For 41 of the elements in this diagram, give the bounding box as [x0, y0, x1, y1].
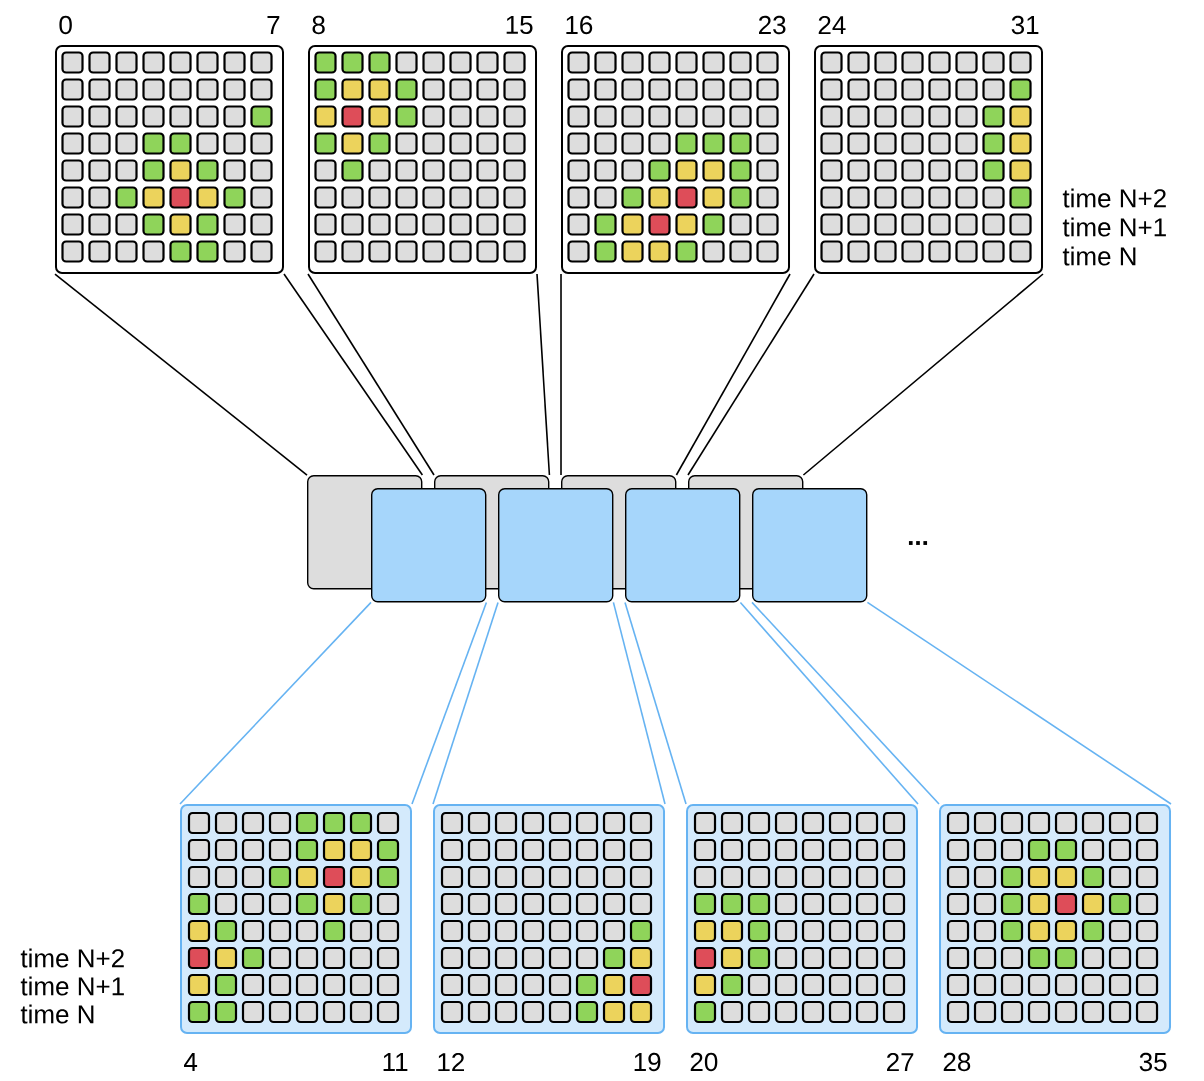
zoom-line [560, 273, 562, 476]
index-number: 23 [759, 15, 786, 35]
index-number: 20 [690, 1052, 718, 1072]
zoom-line [675, 273, 791, 476]
index-number: 7 [267, 16, 280, 34]
index-number: 19 [634, 1052, 661, 1072]
index-number: 35 [1139, 1052, 1167, 1072]
zoom-line [307, 273, 435, 476]
index-number: 0 [59, 15, 72, 35]
zoom-line [536, 273, 551, 476]
memory-block [625, 488, 741, 603]
zoom-line [179, 601, 372, 805]
memory-block [371, 488, 487, 603]
index-number: 16 [566, 15, 593, 35]
index-number: 4 [184, 1053, 198, 1071]
zoom-line [802, 273, 1044, 476]
index-number: 8 [312, 15, 325, 35]
zoom-line [612, 601, 666, 805]
zoom-line [54, 273, 308, 476]
zoom-line [866, 601, 1172, 805]
memory-block [498, 488, 614, 603]
index-number: 11 [383, 1053, 408, 1071]
time-label: time N [1062, 246, 1136, 266]
memory-block [752, 488, 868, 603]
index-number: 12 [438, 1052, 464, 1072]
index-number: 28 [943, 1052, 971, 1072]
zoom-line [411, 601, 488, 805]
ellipsis: ... [908, 541, 928, 545]
zoom-line [432, 601, 499, 805]
index-number: 15 [506, 15, 533, 35]
index-number: 27 [887, 1052, 914, 1072]
zoom-line [739, 601, 919, 805]
index-number: 24 [818, 15, 846, 35]
zoom-line [283, 273, 424, 476]
index-number: 31 [1011, 15, 1039, 35]
time-label: time N+2 [20, 948, 124, 968]
time-label: time N+1 [20, 976, 124, 996]
time-label: time N [20, 1004, 94, 1024]
zoom-line [687, 273, 815, 476]
zoom-line [751, 601, 940, 805]
zoom-line [624, 601, 687, 805]
